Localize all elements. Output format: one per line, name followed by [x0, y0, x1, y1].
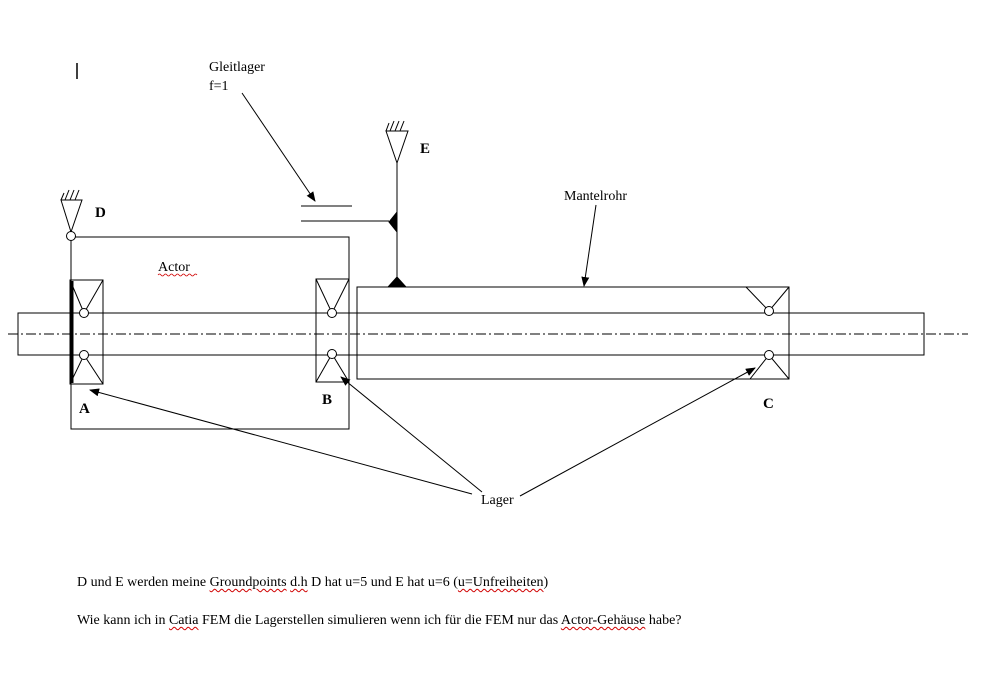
lager-arrow-b	[340, 376, 483, 493]
actor-spellcheck-underline	[157, 273, 198, 277]
text-segment: )	[543, 575, 549, 590]
text-segment: D und E werden meine	[77, 575, 210, 590]
point-e-label: E	[420, 141, 430, 157]
lager-label: Lager	[481, 493, 514, 508]
text-segment-misspelled: u=Unfreiheiten	[457, 575, 544, 590]
lager-arrow-a	[89, 388, 473, 495]
bearing-a	[69, 279, 104, 385]
bearing-b	[315, 278, 350, 383]
bearing-c	[745, 286, 790, 380]
ground-support-d	[60, 189, 83, 241]
text-segment-misspelled: d.h	[290, 575, 308, 590]
actor-housing	[70, 236, 350, 430]
lager-arrow-c	[519, 367, 756, 497]
text-segment-misspelled: Groundpoints	[209, 575, 287, 590]
point-c-label: C	[763, 396, 774, 412]
point-b-label: B	[322, 392, 332, 408]
groundpoints-sentence: D und E werden meine Groundpoints d.h D …	[77, 575, 548, 591]
point-d-label: D	[95, 205, 106, 221]
mantelrohr-tube	[356, 286, 790, 380]
gleitlager-f-label: f=1	[209, 79, 229, 94]
text-segment: D hat u=5 und E hat u=6 (	[307, 575, 458, 590]
text-segment: Wie kann ich in	[77, 613, 169, 628]
text-segment-misspelled: Catia	[168, 613, 199, 628]
actor-label: Actor	[158, 260, 190, 275]
gleitlager-bearing	[301, 205, 389, 222]
text-segment: habe?	[645, 613, 682, 628]
ground-support-e	[385, 120, 409, 288]
gleitlager-label: Gleitlager	[209, 60, 265, 75]
point-a-label: A	[79, 401, 90, 417]
text-segment-misspelled: Actor-Gehäuse	[560, 613, 646, 628]
mantelrohr-label: Mantelrohr	[564, 189, 627, 204]
question-sentence: Wie kann ich in Catia FEM die Lagerstell…	[77, 613, 682, 629]
mantelrohr-arrow	[581, 204, 597, 287]
gleitlager-arrow	[241, 92, 316, 202]
text-segment: FEM die Lagerstellen simulieren wenn ich…	[198, 613, 561, 628]
